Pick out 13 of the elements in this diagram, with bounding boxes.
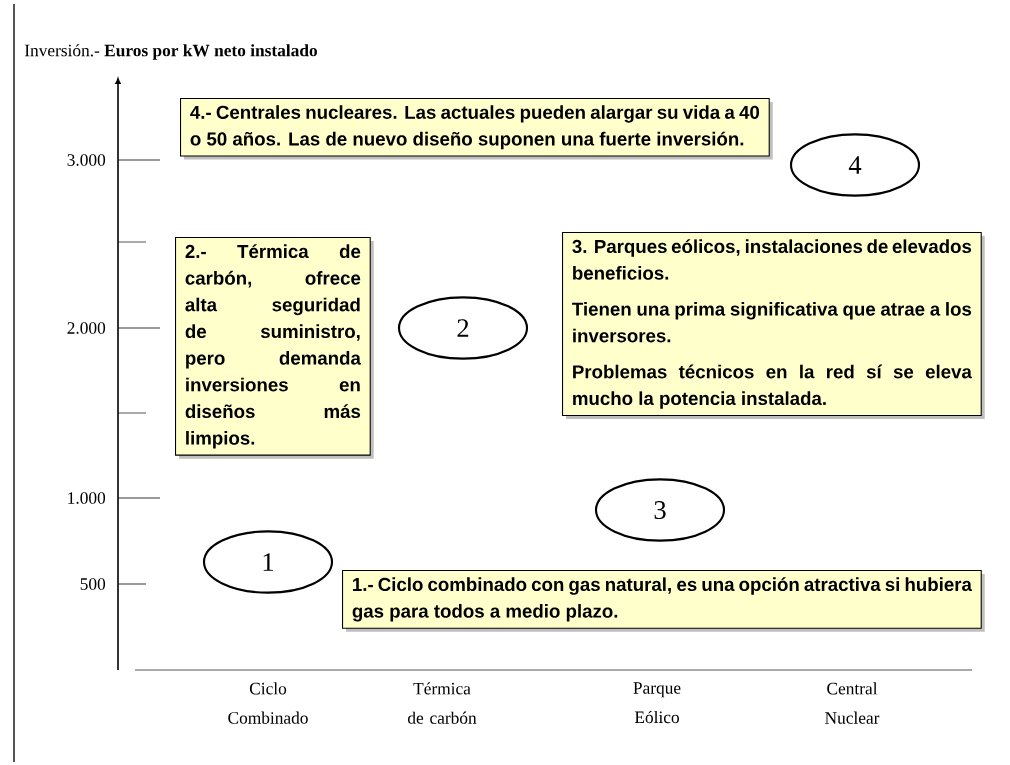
text-box: 4.- Centrales nucleares. Las actuales pueden alargar su vida a 40 o 50 años. Las de nuevo diseño suponen una fuerte inversión. — [180, 98, 773, 160]
axis-title: Inversión.- Euros por kW neto instalado — [24, 44, 317, 60]
tick-label: 500 — [80, 578, 106, 590]
category-label: Ciclo Combinado — [228, 682, 308, 724]
text-box: 2.- Térmica de carbón, ofrece alta seguridad de suministro, pero demanda inversiones en diseños más limpios. — [175, 237, 374, 459]
category-label: Central Nuclear — [825, 682, 880, 724]
tick-label: 2.000 — [67, 322, 106, 334]
category-label: Parque Eólico — [633, 682, 681, 724]
tick-label: 1.000 — [68, 492, 106, 504]
text-box: 1.- Ciclo combinado con gas natural, es una opción atractiva si hubiera gas para todos a medio plazo. — [342, 570, 985, 632]
tick-label: 3.000 — [67, 154, 106, 166]
text-box: 3. Parques eólicos, instalaciones de elevados beneficios. Tienen una prima significativa que atrae a los inversores. Problemas técnicos en la red sí se eleva mucho la potencia instalada. — [562, 232, 985, 419]
category-label: Térmica de carbón — [408, 682, 477, 724]
